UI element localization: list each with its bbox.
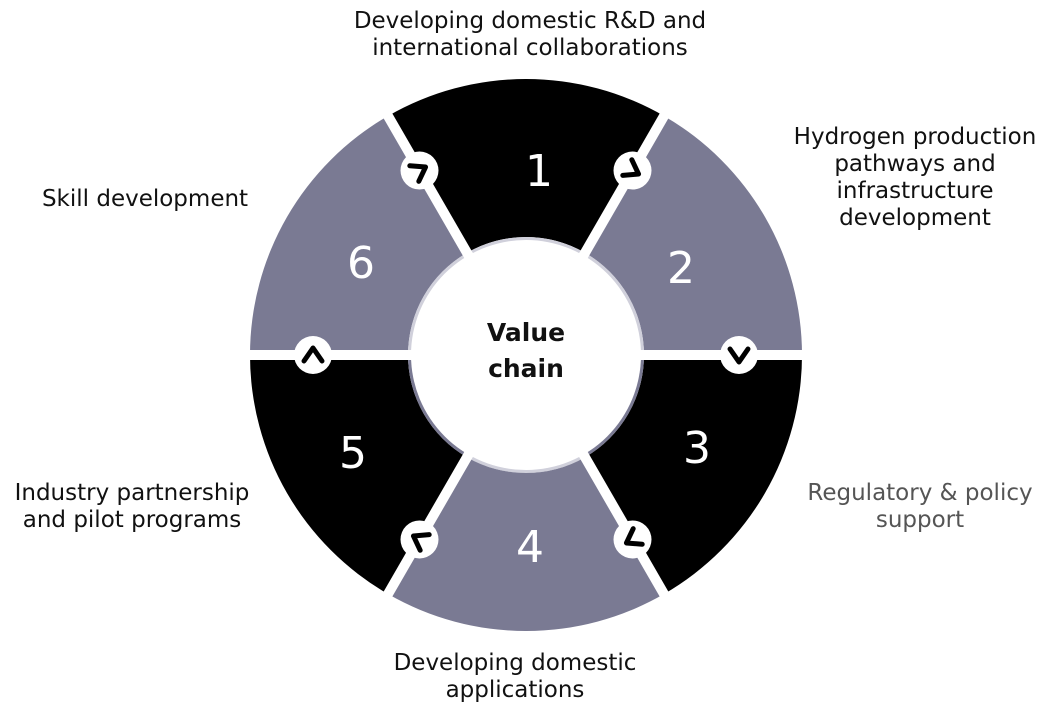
segment-6-label: Skill development — [30, 186, 260, 213]
segment-divider — [571, 110, 671, 271]
chevron-icon — [400, 520, 439, 559]
segment-6-number: 6 — [347, 238, 375, 289]
segment-3-label-line: support — [875, 507, 965, 533]
segment-4-number: 4 — [516, 522, 544, 573]
segment-6-label-line: Skill development — [41, 186, 249, 212]
center-circle — [411, 240, 641, 470]
segment-3-label-line: Regulatory & policy — [807, 480, 1033, 506]
segment-2-label-line: pathways and — [834, 151, 996, 177]
segment-1 — [388, 78, 664, 253]
segment-1-label-line: international collaborations — [372, 35, 688, 61]
chevron-icon — [613, 520, 652, 559]
segment-divider — [571, 439, 671, 600]
chevron-icon — [613, 151, 652, 190]
chevron-icon — [294, 336, 332, 374]
segment-1-label-line: Developing domestic R&D and — [353, 8, 707, 34]
segment-1-number: 1 — [525, 146, 553, 197]
segment-4 — [388, 457, 664, 632]
segment-5-number: 5 — [339, 428, 367, 479]
segment-3-number: 3 — [683, 423, 711, 474]
center-label-line1: Value — [487, 318, 565, 347]
chevron-icon — [720, 336, 758, 374]
segment-2-label-line: Hydrogen production — [793, 124, 1037, 150]
segment-2-label-line: infrastructure — [836, 178, 994, 204]
center-label-line2: chain — [488, 354, 564, 383]
segment-2-number: 2 — [667, 243, 695, 294]
chevron-icon — [400, 151, 439, 190]
segment-4-label-line: Developing domestic — [393, 650, 637, 676]
segment-2-label-line: development — [839, 205, 991, 231]
segment-5-label-line: Industry partnership — [14, 480, 250, 506]
segment-5-label-line: and pilot programs — [22, 507, 242, 533]
segment-4-label-line: applications — [445, 677, 585, 703]
segment-divider — [381, 110, 481, 271]
segment-divider — [381, 439, 481, 600]
